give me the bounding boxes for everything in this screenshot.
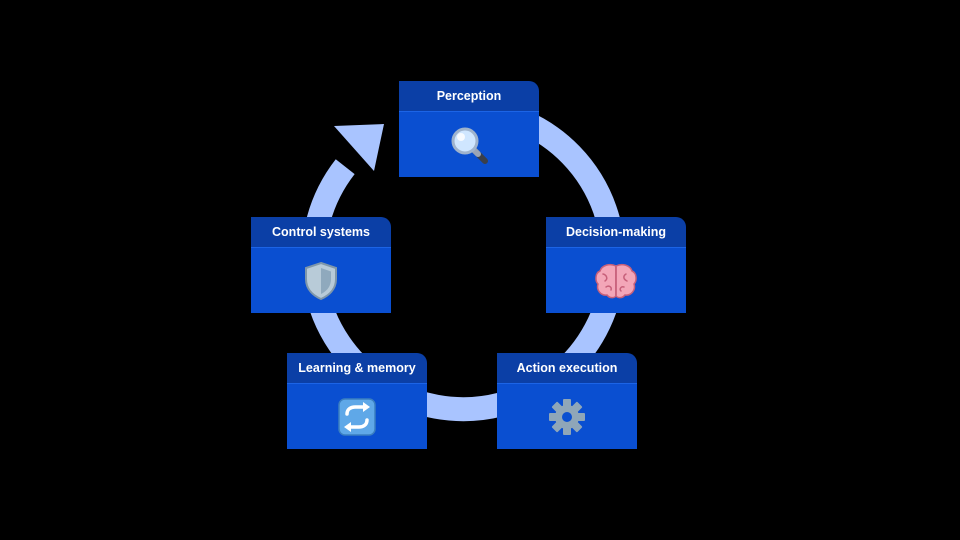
node-action-execution-title: Action execution bbox=[497, 353, 637, 383]
node-action-execution-body bbox=[497, 383, 637, 449]
gear-icon bbox=[549, 398, 585, 435]
node-learning-memory: Learning & memory bbox=[287, 353, 427, 449]
node-perception: Perception bbox=[399, 81, 539, 177]
magnifying-glass-icon bbox=[451, 127, 488, 164]
node-control-systems-body bbox=[251, 247, 391, 313]
node-learning-memory-title: Learning & memory bbox=[287, 353, 427, 383]
node-control-systems: Control systems bbox=[251, 217, 391, 313]
refresh-arrows-icon bbox=[338, 397, 376, 436]
node-control-systems-title: Control systems bbox=[251, 217, 391, 247]
node-perception-body bbox=[399, 111, 539, 177]
node-perception-title: Perception bbox=[399, 81, 539, 111]
cycle-arrowhead bbox=[334, 124, 384, 171]
brain-icon bbox=[595, 263, 637, 298]
shield-icon bbox=[305, 261, 337, 300]
node-decision-making: Decision-making bbox=[546, 217, 686, 313]
node-learning-memory-body bbox=[287, 383, 427, 449]
node-decision-making-title: Decision-making bbox=[546, 217, 686, 247]
node-action-execution: Action execution bbox=[497, 353, 637, 449]
node-decision-making-body bbox=[546, 247, 686, 313]
